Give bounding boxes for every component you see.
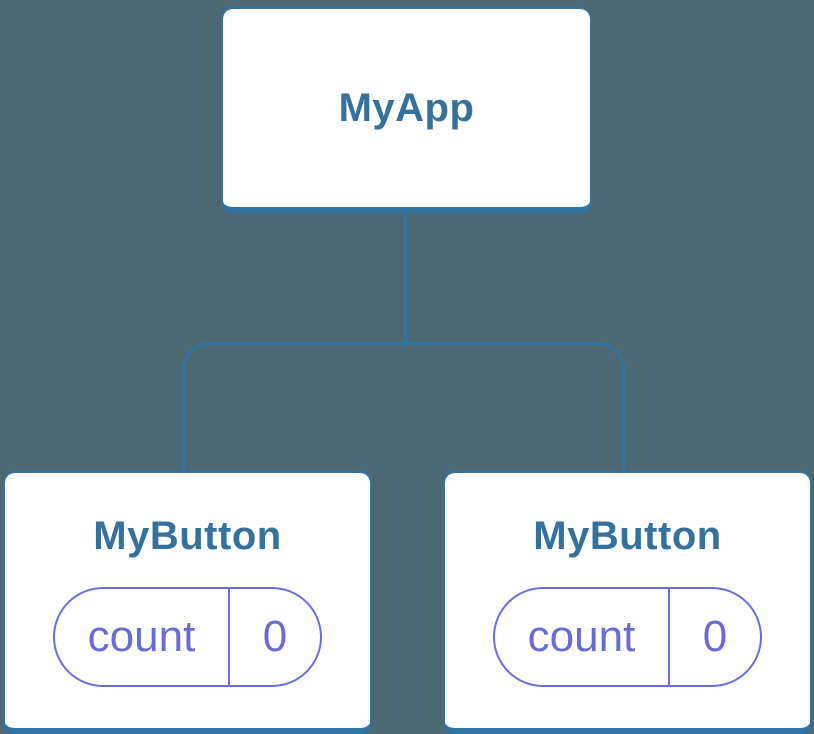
node-myapp: MyApp [221,7,592,213]
state-key: count [527,612,636,661]
state-pill-right: count 0 [493,587,762,687]
node-mybutton-left: MyButton count 0 [3,471,372,734]
state-key: count [87,612,196,661]
node-mybutton-left-label: MyButton [93,514,282,558]
node-mybutton-right-label: MyButton [533,514,722,558]
state-value: 0 [668,589,760,685]
connector-branch-bracket [182,342,625,471]
node-myapp-label: MyApp [338,86,475,130]
state-pill-left: count 0 [53,587,322,687]
connector-stem-line [404,211,407,345]
state-value: 0 [228,589,320,685]
node-mybutton-right: MyButton count 0 [443,471,812,734]
